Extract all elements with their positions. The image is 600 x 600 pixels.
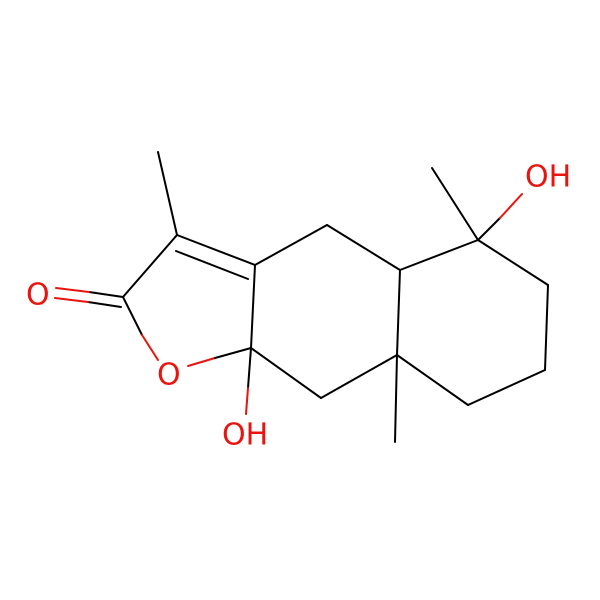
bond-c4-c4a	[326, 224, 401, 271]
bond-c5-c6	[477, 239, 549, 286]
bond-c9a-oh	[247, 347, 252, 389]
bond-c9a-c3a	[250, 264, 256, 349]
bond-o1-c9a-red	[187, 357, 216, 367]
bond-c4a-c5	[399, 239, 479, 271]
bond-c4a-c8a	[396, 269, 401, 356]
bond-skeleton	[54, 151, 549, 443]
bond-c8a-c9	[320, 354, 398, 399]
bond-c3-c3a-double	[175, 250, 249, 280]
bond-methyl-c3	[157, 151, 178, 236]
bond-c2-o1-black	[122, 296, 143, 336]
bond-c3-c3a	[176, 234, 256, 266]
ring-oxygen-label: O	[157, 358, 181, 393]
carbonyl-oxygen-label: O	[26, 278, 50, 313]
bond-methyl-c8a	[394, 354, 398, 443]
bond-c2-carbonyl-lower	[87, 301, 122, 308]
bond-c7-c8	[467, 369, 546, 406]
hydroxyl-bottom-label: OH	[222, 418, 268, 453]
bond-c3-c2	[122, 234, 178, 298]
bond-c9-c9a	[250, 347, 322, 399]
bond-carbonyl-lower-red	[54, 297, 89, 303]
bond-c3a-c4	[254, 224, 328, 266]
bond-c6-c7	[544, 284, 549, 371]
bond-o1-c9a-black	[214, 347, 252, 359]
bond-c2-carbonyl-upper	[88, 291, 124, 298]
bond-methyl-c5	[431, 167, 479, 241]
bond-c5-oh	[477, 217, 501, 241]
bond-c8-c8a	[396, 354, 469, 406]
bond-c2-o1-red	[141, 334, 159, 361]
hydroxyl-top-right-label: OH	[525, 160, 571, 195]
bond-c9a-oh-red	[245, 387, 249, 415]
atom-labels: O O OH OH	[26, 160, 571, 453]
bond-carbonyl-upper-red	[55, 287, 90, 293]
bond-c5-oh-red	[499, 193, 523, 219]
